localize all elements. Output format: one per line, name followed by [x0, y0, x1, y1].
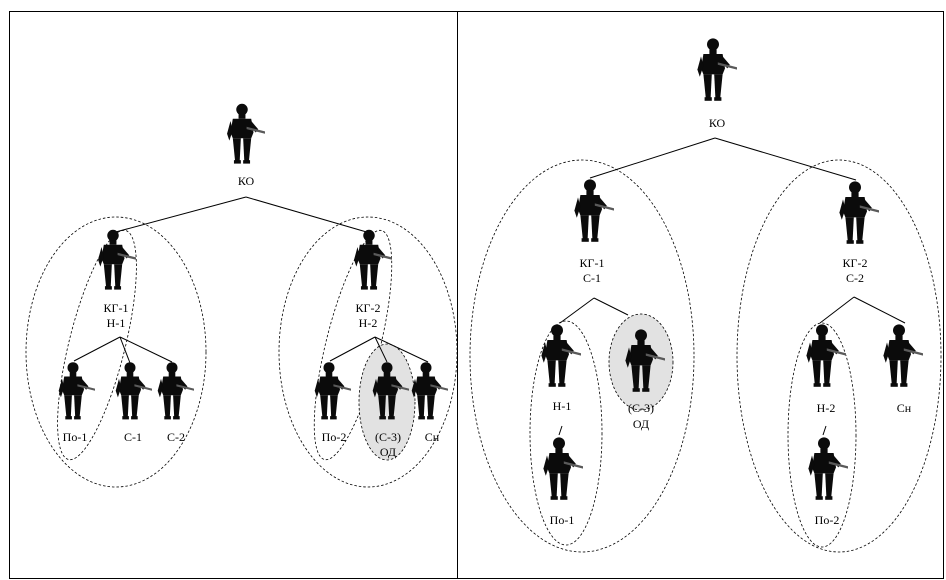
- soldier-icon: [808, 437, 848, 500]
- left-member-po1-label: По-1: [63, 430, 88, 444]
- right-sub-leader-n2-label: Н-2: [817, 401, 836, 415]
- soldier-icon: [543, 437, 583, 500]
- soldier-icon: [806, 324, 846, 387]
- left-group1-outer-ellipse: [25, 216, 207, 488]
- edge-ko-kg1-left: [111, 196, 247, 234]
- soldier-icon: [227, 103, 265, 164]
- right-group1-inner-ellipse: [529, 320, 603, 546]
- edge-kg1-c2-left: [119, 336, 173, 363]
- left-member-c2-label: С-2: [167, 430, 185, 444]
- edge-kg1-c1-left: [119, 336, 131, 364]
- edge-ko-kg1-right: [589, 137, 716, 179]
- edge-n1-po1-right: [558, 425, 563, 436]
- edge-ko-kg2-left: [245, 196, 371, 234]
- edge-kg1-c3-right: [593, 297, 629, 316]
- soldier-icon: [354, 229, 392, 290]
- left-highlight-ellipse: [358, 343, 416, 461]
- soldier-icon: [58, 362, 95, 420]
- soldier-icon: [541, 324, 581, 387]
- right-panel: КО КГ-1 С-1 КГ-2 С-2 Н-1 (С-3) ОД По-1 Н…: [469, 38, 942, 553]
- right-member-po2-label: По-2: [815, 513, 840, 527]
- soldier-icon: [839, 181, 879, 244]
- edge-kg2-sn-left: [374, 336, 429, 363]
- outer-frame: [9, 11, 944, 579]
- left-highlight-sublabel: ОД: [380, 445, 396, 459]
- edge-n2-po2-right: [822, 425, 827, 436]
- right-group2-inner-ellipse: [787, 322, 857, 548]
- left-group1-leader-label: КГ-1: [104, 301, 129, 315]
- left-member-c1-label: С-1: [124, 430, 142, 444]
- right-group2-leader-sublabel: С-2: [846, 271, 864, 285]
- soldier-icon: [98, 229, 136, 290]
- left-member-po2-label: По-2: [322, 430, 347, 444]
- right-commander-label: КО: [709, 116, 726, 130]
- edge-kg2-n2-right: [819, 296, 855, 324]
- left-commander-label: КО: [238, 174, 255, 188]
- edge-kg1-po1-left: [73, 336, 121, 362]
- left-member-sn-label: Сн: [425, 430, 440, 444]
- edge-kg2-sn-right: [853, 296, 906, 324]
- left-panel: КО КГ-1 Н-1 КГ-2 Н-2 По-1 С-1 С-2 По-2 (…: [25, 103, 458, 488]
- left-highlight-label: (С-3): [375, 430, 401, 444]
- right-member-sn-label: Сн: [897, 401, 912, 415]
- soldier-icon: [697, 38, 737, 101]
- left-group2-leader-label: КГ-2: [356, 301, 381, 315]
- right-group1-outer-ellipse: [469, 159, 695, 553]
- right-highlight-sublabel: ОД: [633, 417, 649, 431]
- right-group1-leader-label: КГ-1: [580, 256, 605, 270]
- soldier-icon: [574, 179, 614, 242]
- left-group2-leader-sublabel: Н-2: [359, 316, 378, 330]
- left-group1-leader-sublabel: Н-1: [107, 316, 126, 330]
- right-highlight-label: (С-3): [628, 401, 654, 415]
- left-group2-outer-ellipse: [278, 216, 458, 488]
- edge-kg2-c3-left: [374, 336, 388, 363]
- soldier-icon: [411, 362, 448, 420]
- soldier-icon: [115, 362, 152, 420]
- right-group2-leader-label: КГ-2: [843, 256, 868, 270]
- right-sub-leader-n1-label: Н-1: [553, 399, 572, 413]
- left-group1-inner-ellipse: [57, 229, 137, 461]
- right-group1-leader-sublabel: С-1: [583, 271, 601, 285]
- soldier-icon: [157, 362, 194, 420]
- edge-kg2-po2-left: [329, 336, 376, 362]
- right-group2-outer-ellipse: [736, 159, 942, 553]
- right-member-po1-label: По-1: [550, 513, 575, 527]
- edge-kg1-n1-right: [559, 297, 595, 324]
- soldier-icon: [883, 324, 923, 387]
- edge-ko-kg2-right: [714, 137, 857, 181]
